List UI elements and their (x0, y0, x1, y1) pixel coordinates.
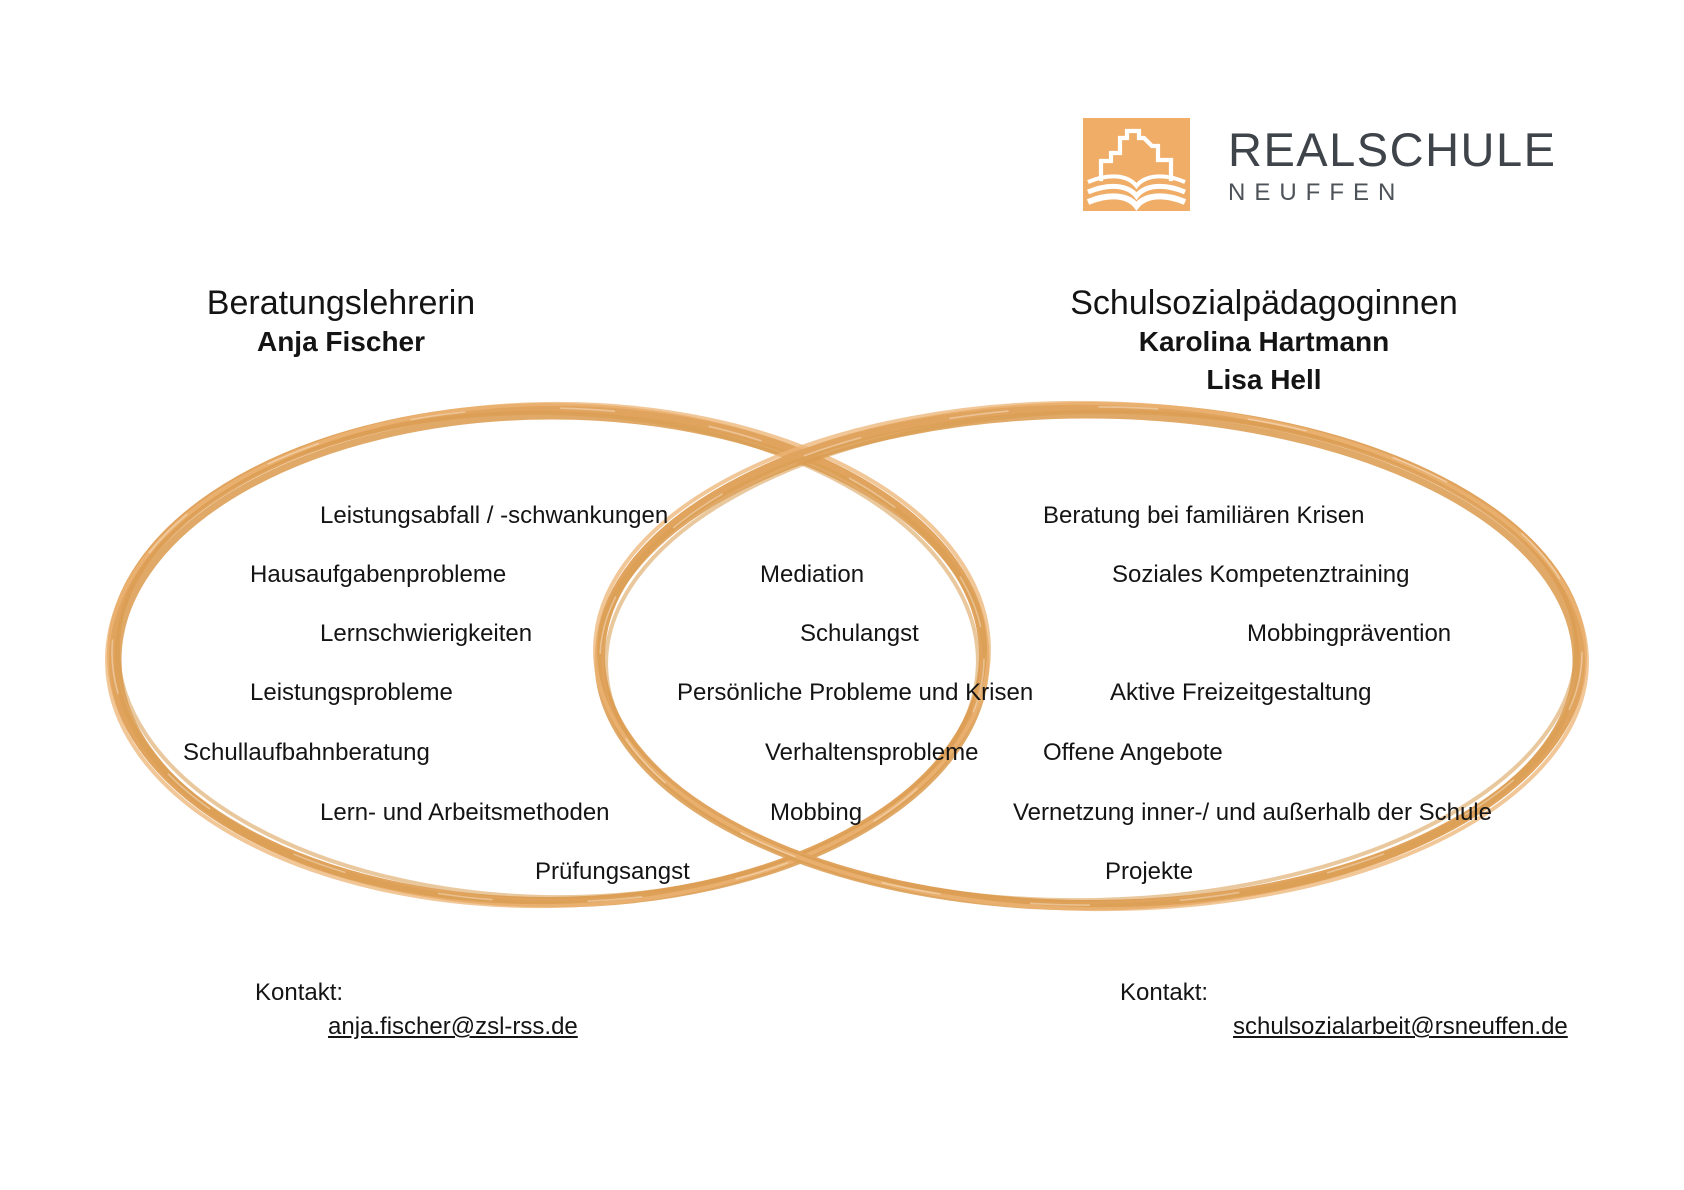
venn-item-left: Hausaufgabenprobleme (250, 561, 507, 588)
right-contact-email-link[interactable]: schulsozialarbeit@rsneuffen.de (1233, 1013, 1568, 1040)
venn-item-shared: Verhaltensprobleme (765, 739, 979, 766)
venn-item-left: Lernschwierigkeiten (320, 620, 533, 647)
left-ellipse (105, 401, 991, 909)
right-ellipse (593, 400, 1589, 912)
venn-item-right: Beratung bei familiären Krisen (1043, 502, 1365, 529)
venn-item-left: Schullaufbahnberatung (183, 739, 430, 766)
right-contact-label: Kontakt: (1120, 979, 1209, 1006)
right-role-title: Schulsozialpädagoginnen (1070, 284, 1458, 322)
left-contact-label: Kontakt: (255, 979, 344, 1006)
venn-item-right: Soziales Kompetenztraining (1112, 561, 1410, 588)
school-name: REALSCHULE (1228, 123, 1557, 176)
venn-item-shared: Mobbing (770, 799, 863, 826)
venn-item-left: Prüfungsangst (535, 858, 690, 885)
school-location: NEUFFEN (1228, 179, 1405, 206)
left-contact-email-link[interactable]: anja.fischer@zsl-rss.de (328, 1013, 578, 1040)
school-building-book-icon (1083, 118, 1190, 211)
venn-item-left: Lern- und Arbeitsmethoden (320, 799, 610, 826)
left-group-heading: Beratungslehrerin Anja Fischer (91, 283, 591, 361)
right-person-name: Lisa Hell (1206, 364, 1322, 395)
venn-item-right: Vernetzung inner-/ und außerhalb der Sch… (1013, 799, 1492, 826)
venn-item-right: Projekte (1105, 858, 1194, 885)
venn-item-left: Leistungsabfall / -schwankungen (320, 502, 669, 529)
left-role-title: Beratungslehrerin (206, 284, 476, 322)
venn-item-shared: Schulangst (800, 620, 919, 647)
venn-item-left: Leistungsprobleme (250, 679, 453, 706)
left-person-name: Anja Fischer (256, 326, 426, 357)
venn-item-shared: Persönliche Probleme und Krisen (677, 679, 1034, 706)
venn-item-right: Offene Angebote (1043, 739, 1223, 766)
venn-item-right: Aktive Freizeitgestaltung (1110, 679, 1372, 706)
right-group-heading: Schulsozialpädagoginnen Karolina Hartman… (1014, 283, 1514, 399)
school-logo-text: REALSCHULE NEUFFEN (1228, 118, 1556, 205)
school-logo: REALSCHULE NEUFFEN (1083, 118, 1556, 211)
venn-item-right: Mobbingprävention (1247, 620, 1452, 647)
venn-item-shared: Mediation (760, 561, 865, 588)
right-person-name: Karolina Hartmann (1138, 326, 1390, 357)
